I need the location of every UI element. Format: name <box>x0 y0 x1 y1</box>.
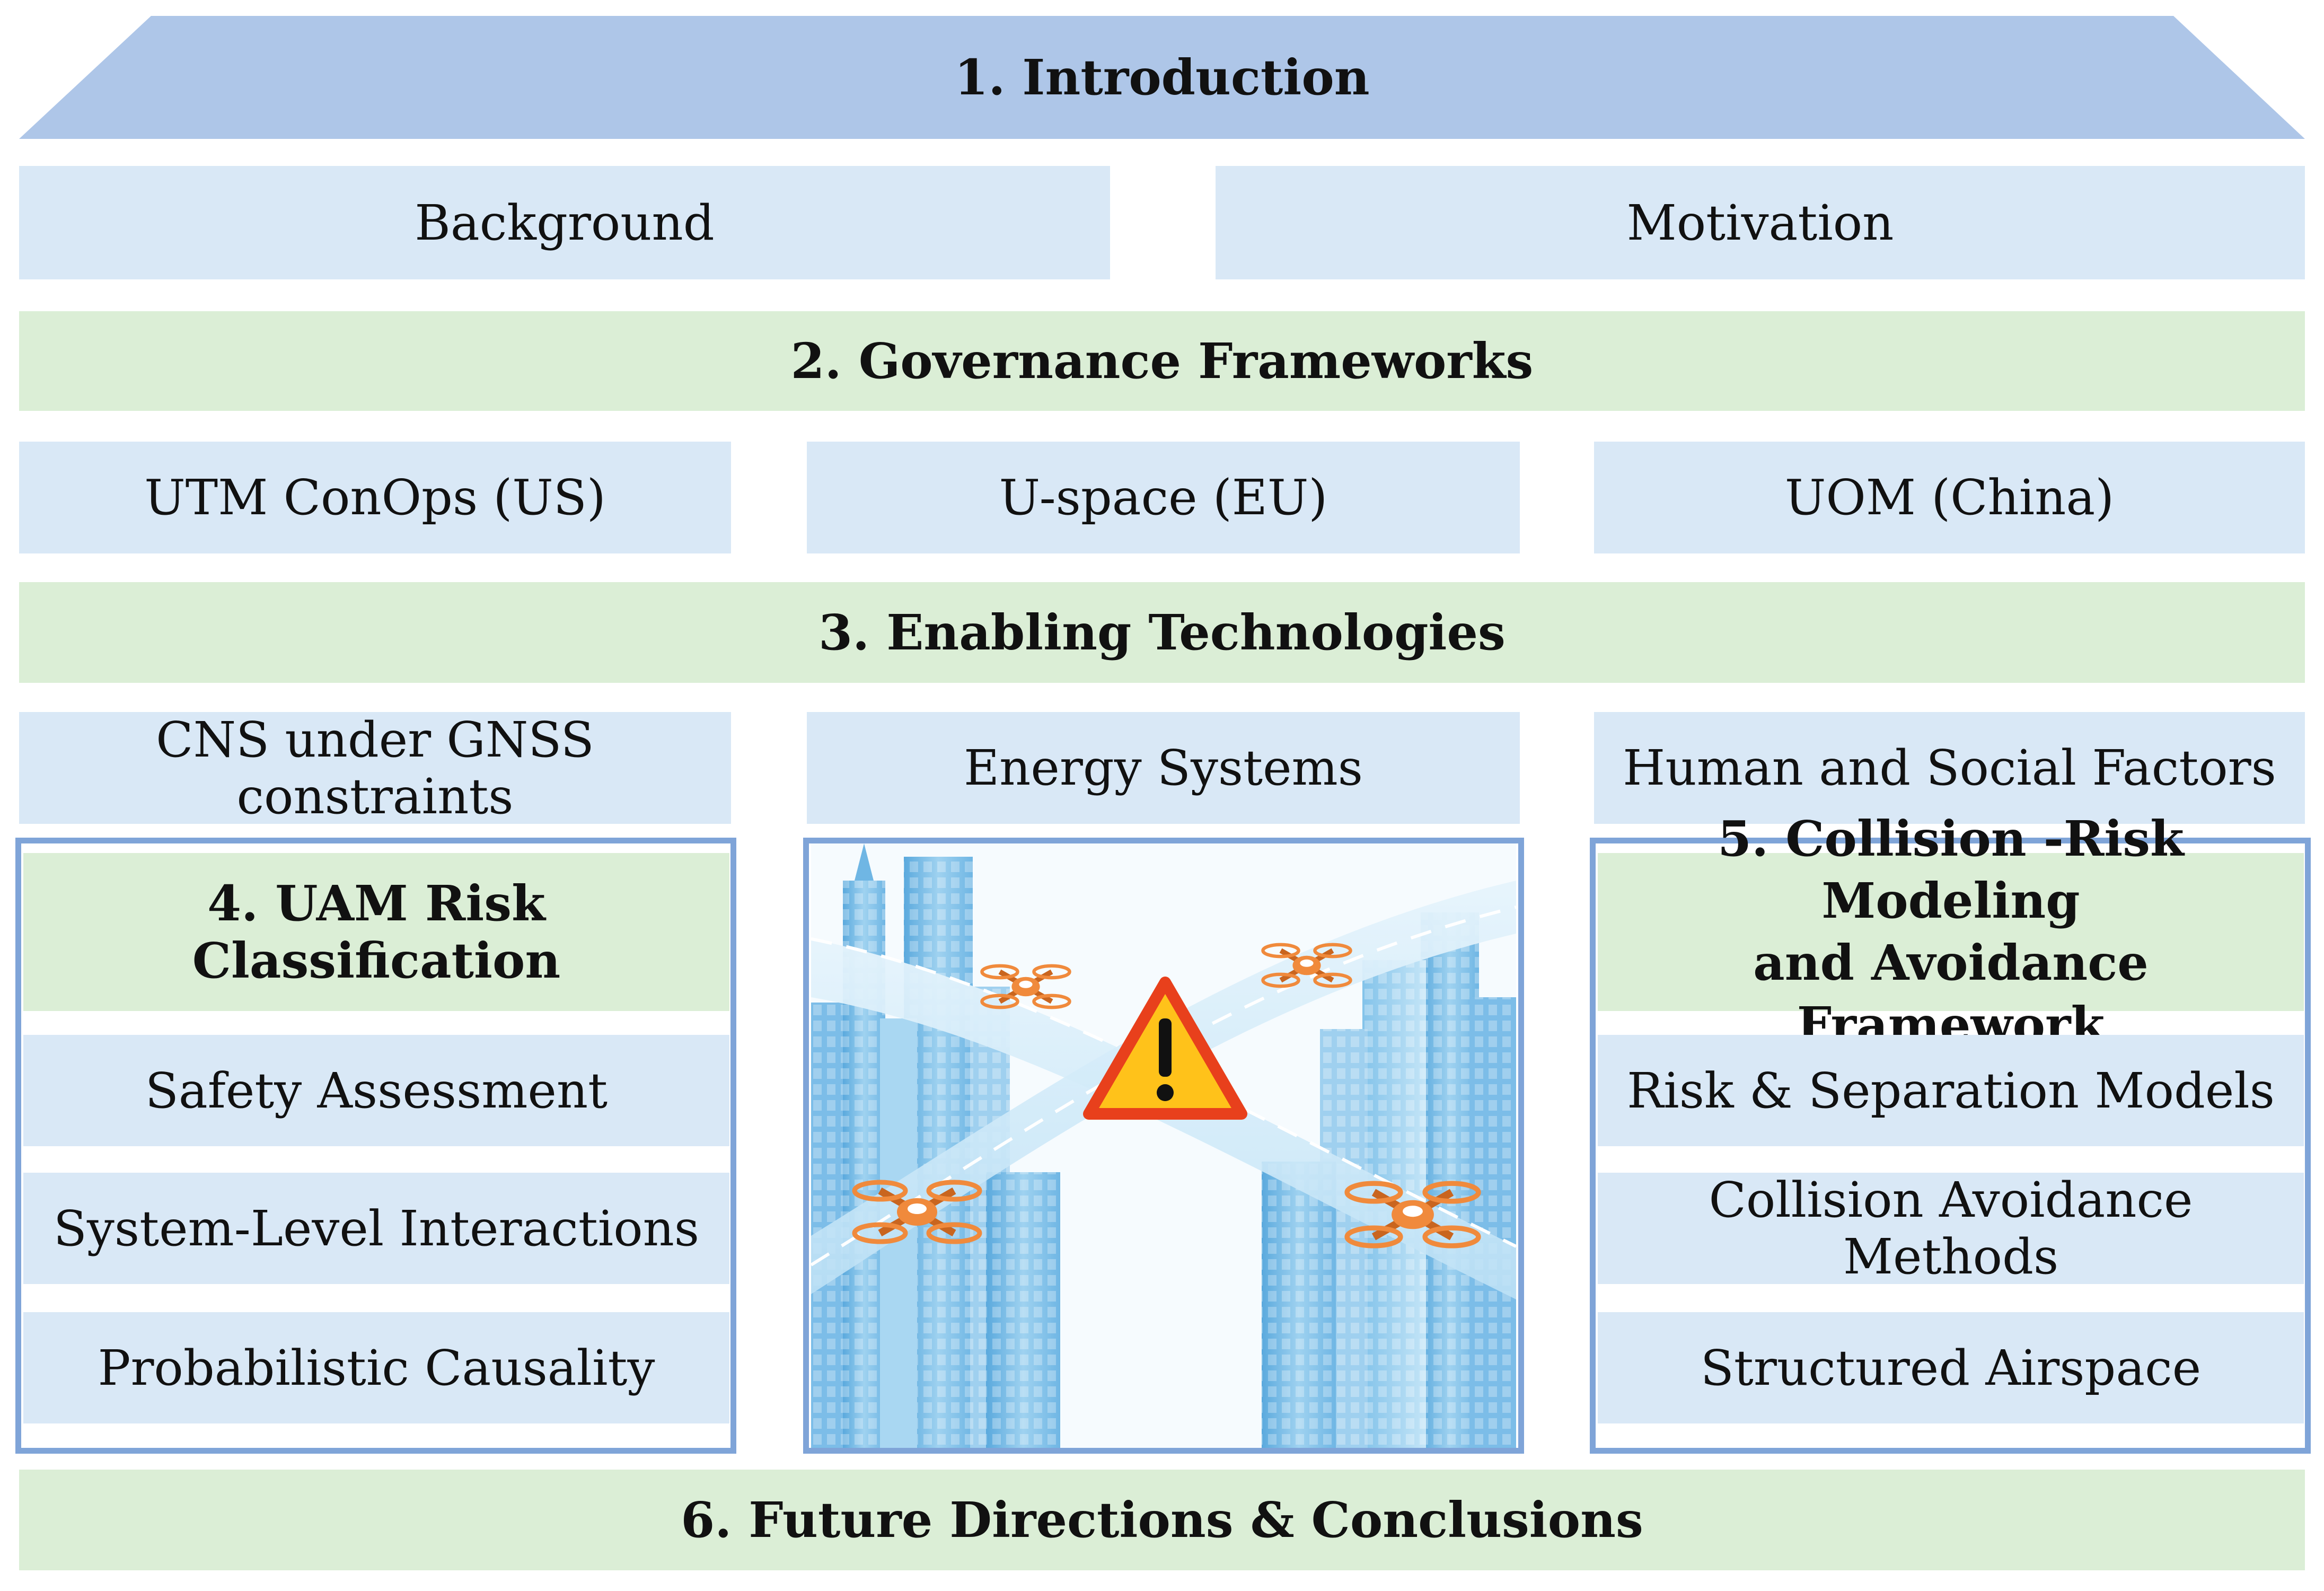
system-level-interactions-box: System-Level Interactions <box>23 1173 729 1284</box>
governance-frameworks-bar: 2. Governance Frameworks <box>19 311 2305 411</box>
cns-gnss-box: CNS under GNSS constraints <box>19 711 731 825</box>
safety-assessment-box: Safety Assessment <box>23 1035 729 1146</box>
drone-icon <box>852 1180 982 1244</box>
structured-airspace-box: Structured Airspace <box>1598 1312 2304 1423</box>
introduction-title: 1. Introduction <box>954 48 1370 106</box>
collision-framework-title-line1: 5. Collision -Risk Modeling <box>1718 810 2184 930</box>
u-space-box: U-space (EU) <box>807 442 1520 553</box>
drone-icon <box>1261 943 1352 988</box>
collision-avoidance-methods-box: Collision Avoidance Methods <box>1598 1172 2304 1285</box>
probabilistic-causality-box: Probabilistic Causality <box>23 1312 729 1423</box>
drone-icon <box>1344 1181 1481 1249</box>
human-social-factors-box: Human and Social Factors <box>1594 712 2305 824</box>
urban-drone-illustration <box>811 843 1516 1448</box>
future-directions-bar: 6. Future Directions & Conclusions <box>19 1470 2305 1570</box>
risk-classification-title: 4. UAM Risk Classification <box>23 853 729 1011</box>
collision-framework-title: 5. Collision -Risk Modeling and Avoidanc… <box>1598 810 2304 1053</box>
risk-separation-models-box: Risk & Separation Models <box>1598 1035 2304 1146</box>
skyscraper-icon <box>1262 912 1516 1448</box>
uom-china-box: UOM (China) <box>1594 442 2305 553</box>
enabling-technologies-bar: 3. Enabling Technologies <box>19 582 2305 683</box>
introduction-header-shape <box>19 16 2305 139</box>
energy-systems-box: Energy Systems <box>807 712 1520 824</box>
background-box: Background <box>19 166 1110 279</box>
drone-icon <box>980 964 1071 1009</box>
warning-icon <box>1083 977 1247 1120</box>
utm-conops-box: UTM ConOps (US) <box>19 442 731 553</box>
motivation-box: Motivation <box>1216 166 2305 279</box>
